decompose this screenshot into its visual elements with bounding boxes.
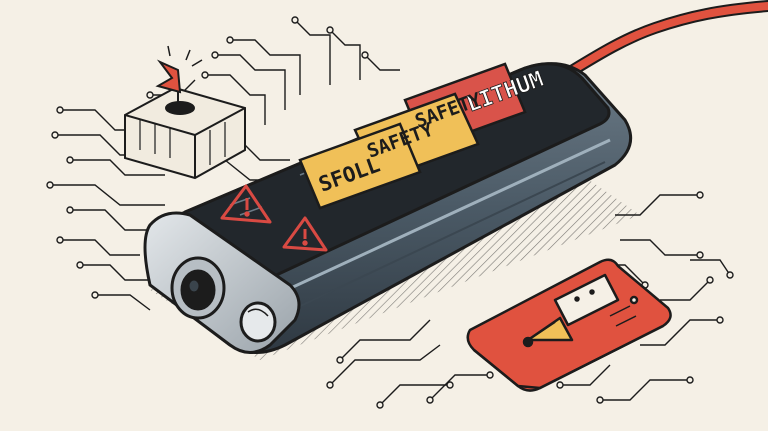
- battery-cable: [554, 0, 768, 84]
- gauge-meter-icon: [466, 258, 672, 392]
- flag-icon: [155, 45, 203, 108]
- circuit-traces: [50, 19, 731, 406]
- warning-triangle-icon: [282, 216, 328, 252]
- circuit-nodes: [46, 16, 734, 409]
- chip-component: [124, 86, 246, 180]
- battery-end-cap: [143, 211, 301, 354]
- label-plates: [298, 62, 527, 210]
- warning-triangle-icon: [220, 184, 272, 224]
